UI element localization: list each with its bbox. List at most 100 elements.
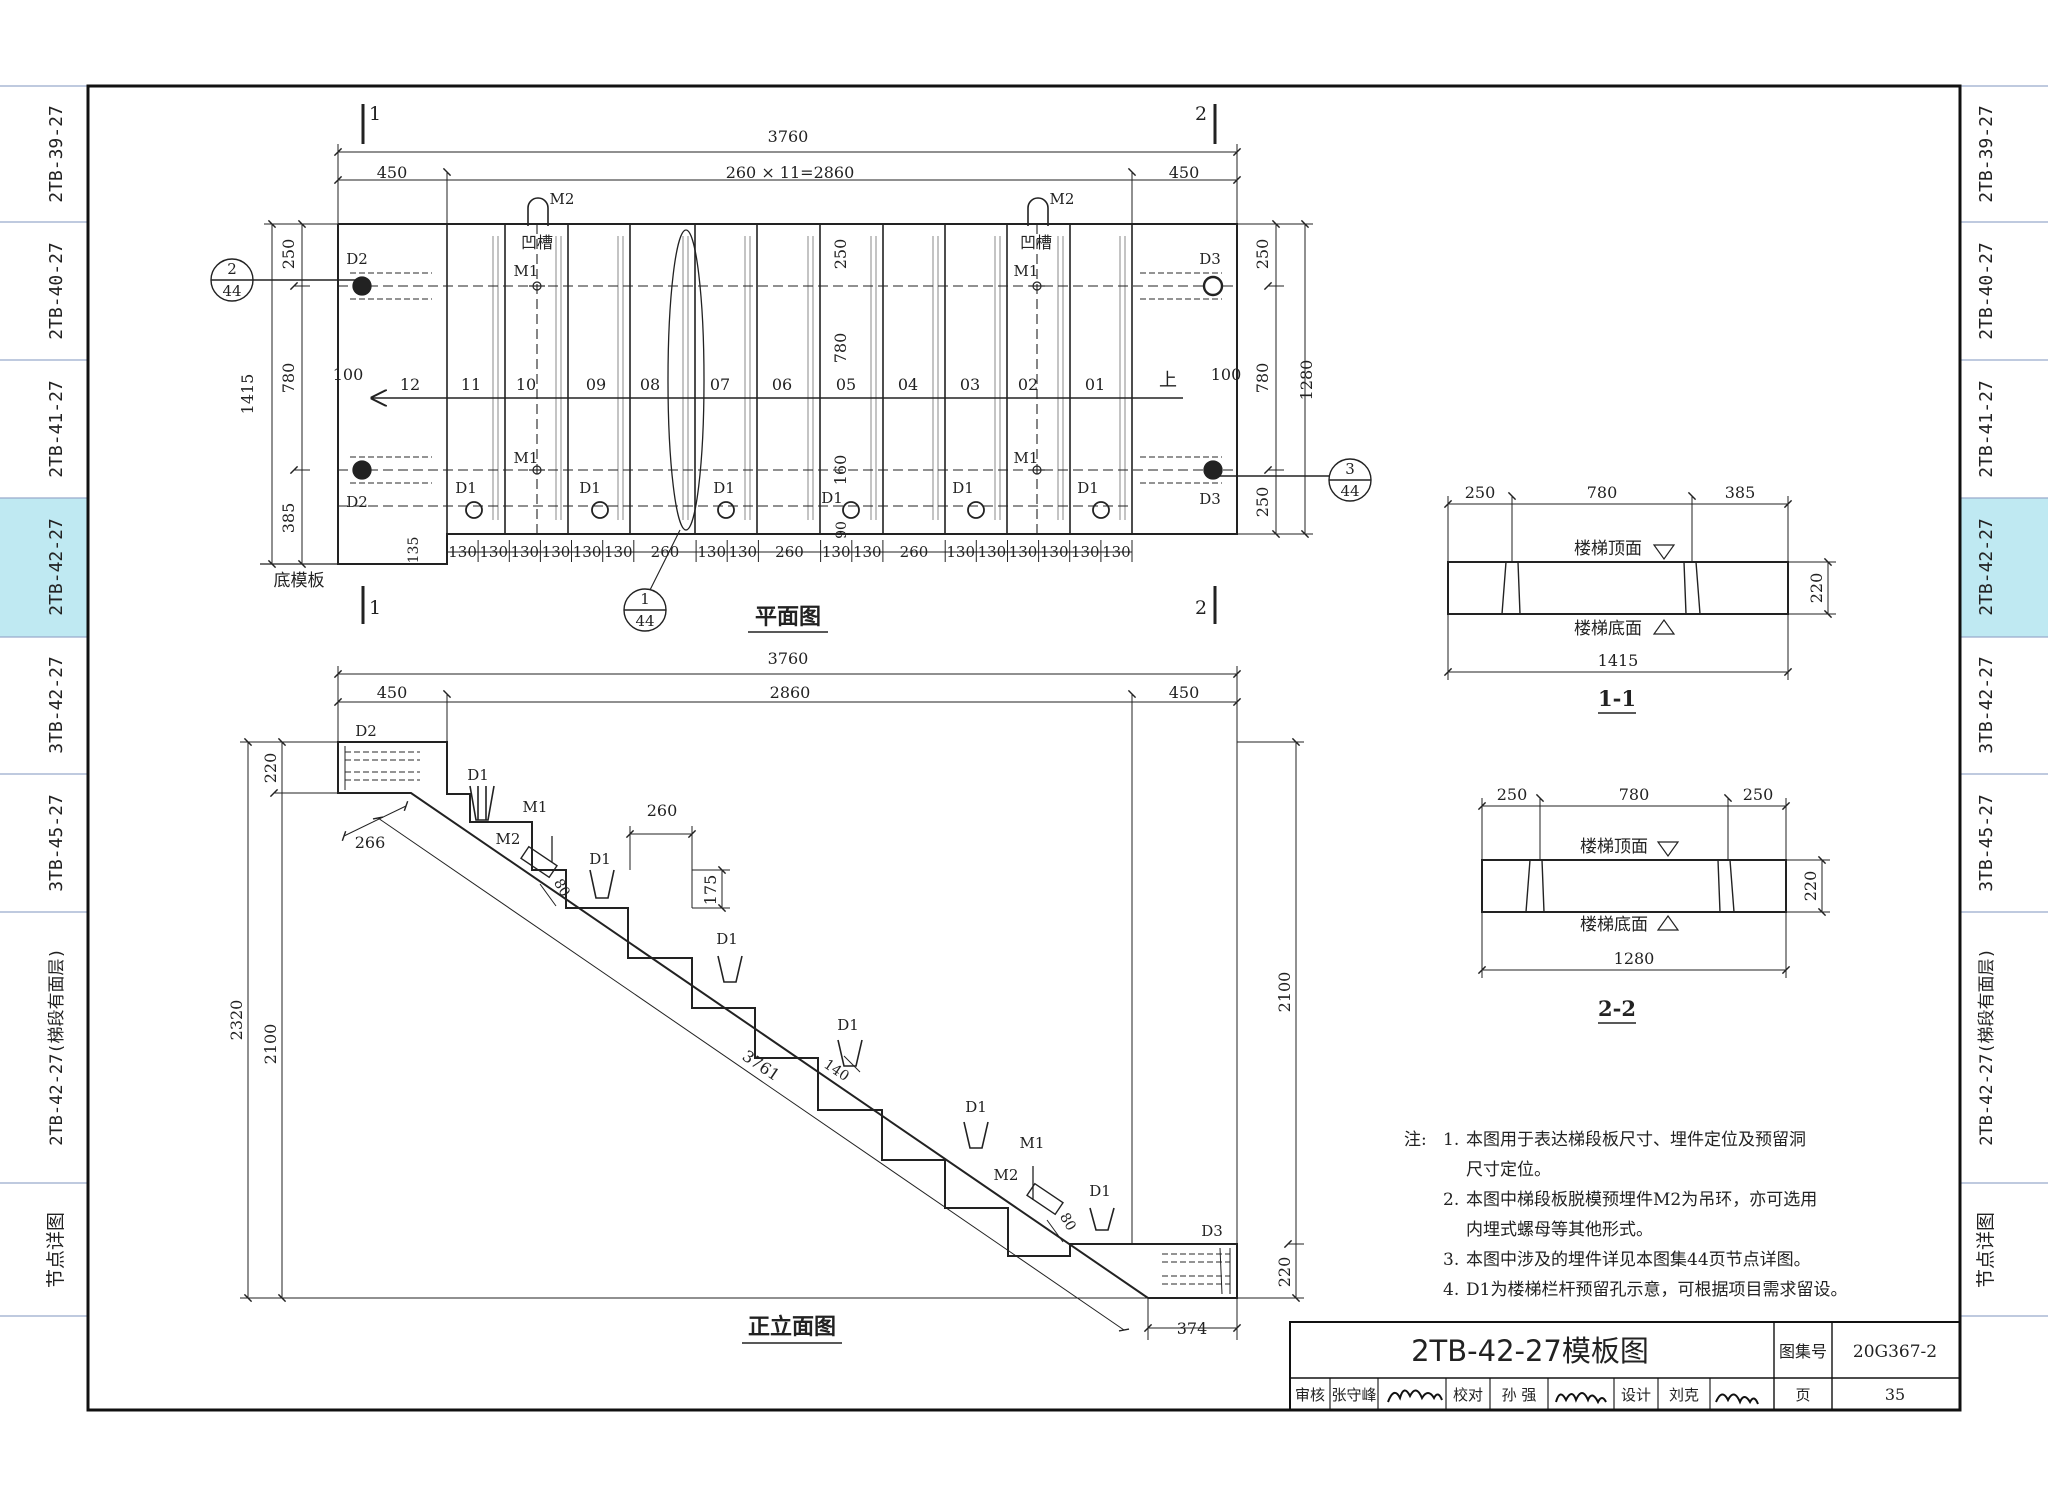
m1-markers (529, 281, 1045, 475)
plan-dim-right: 450 (1169, 163, 1200, 182)
callout-2-num: 2 (227, 260, 237, 278)
plan-inner-135: 135 (406, 537, 422, 564)
plan-inner-160: 160 (831, 455, 850, 486)
s2-top-face: 楼梯顶面 (1580, 837, 1648, 857)
note-4-num: 4. (1443, 1280, 1459, 1300)
section-1-1-texts: 250 780 385 楼梯顶面 楼梯底面 1415 220 1-1 (1465, 483, 1826, 711)
s2-dim-220: 220 (1801, 871, 1820, 902)
plan-label-bottom-form: 底模板 (274, 571, 325, 591)
elev-label-d2: D2 (355, 722, 377, 740)
drawing-border (86, 84, 1962, 1412)
left-tab-5[interactable]: 3TB-42-27 (46, 656, 67, 754)
elev-dim-2100-right: 2100 (1275, 972, 1294, 1013)
step-no-05: 05 (836, 375, 856, 394)
left-tab-2[interactable]: 2TB-40-27 (46, 242, 67, 340)
bottom-face-triangle-icon (1656, 914, 1680, 931)
left-tab-6[interactable]: 3TB-45-27 (46, 794, 67, 892)
end-anchor-bars (350, 272, 1222, 484)
plan-bottom-dim-11: 130 (822, 543, 851, 561)
checker-name: 孙 强 (1502, 1386, 1537, 1404)
plan-label-m1-1: M1 (514, 262, 539, 280)
elevation-dims (240, 666, 1304, 1340)
elev-dim-220-right: 220 (1275, 1257, 1294, 1288)
s2-dim-1280: 1280 (1614, 949, 1655, 968)
left-tab-1[interactable]: 2TB-39-27 (46, 105, 67, 203)
step-no-08: 08 (640, 375, 660, 394)
right-tab-5[interactable]: 3TB-42-27 (1976, 656, 1997, 754)
plan-bottom-dim-12: 130 (853, 543, 882, 561)
plan-label-groove-left: 凹槽 (521, 233, 553, 252)
plan-dim-mid: 260 × 11=2860 (726, 163, 855, 182)
elev-dim-total: 3760 (768, 649, 809, 668)
step-no-07: 07 (710, 375, 730, 394)
plan-label-m1-4: M1 (1014, 449, 1039, 467)
plan-bottom-dim-16: 130 (1009, 543, 1038, 561)
check-label: 校对 (1453, 1386, 1483, 1404)
left-tab-7[interactable]: 2TB-42-27(梯段有面层) (47, 948, 67, 1146)
step-no-01: 01 (1085, 375, 1105, 394)
s2-bottom-face: 楼梯底面 (1580, 915, 1648, 935)
right-tab-6[interactable]: 3TB-45-27 (1976, 794, 1997, 892)
plan-bottom-dim-1: 130 (448, 543, 477, 561)
right-tab-8[interactable]: 节点详图 (1975, 1212, 1997, 1288)
callout-3-num: 3 (1345, 460, 1355, 478)
notes-prefix: 注: (1404, 1130, 1427, 1150)
right-tab-4[interactable]: 2TB-42-27 (1976, 518, 1997, 616)
step-no-06: 06 (772, 375, 792, 394)
elevation-view (240, 666, 1304, 1340)
s1-dim-220: 220 (1807, 573, 1826, 604)
plan-inner-90: 90 (834, 521, 850, 539)
plan-dim-left-total: 1415 (238, 374, 257, 415)
elev-label-d1-5: D1 (965, 1098, 987, 1116)
tread-lines (446, 224, 1133, 564)
elev-dim-2320: 2320 (227, 1000, 246, 1041)
right-tab-1[interactable]: 2TB-39-27 (1976, 105, 1997, 203)
plan-dim-right-mid: 780 (1253, 363, 1272, 394)
plan-top-dims (333, 144, 1242, 224)
left-tab-8[interactable]: 节点详图 (45, 1212, 67, 1288)
designer-name: 刘克 (1669, 1386, 1699, 1404)
section-2-2-outline (1481, 859, 1787, 913)
s1-dim-250: 250 (1465, 483, 1496, 502)
s1-dim-385: 385 (1725, 483, 1756, 502)
plan-d3-hole-top (1202, 275, 1224, 297)
left-tab-active-bg (0, 498, 88, 637)
left-tab-4[interactable]: 2TB-42-27 (46, 518, 67, 616)
elevation-d1-holes (469, 785, 1115, 1231)
right-tab-3[interactable]: 2TB-41-27 (1976, 380, 1997, 478)
reviewer-name: 张守峰 (1331, 1386, 1376, 1404)
plan-label-d1-4: D1 (821, 489, 843, 507)
page-label: 页 (1795, 1386, 1810, 1404)
right-tab-2[interactable]: 2TB-40-27 (1976, 242, 1997, 340)
plan-dim-right-top: 250 (1253, 239, 1272, 270)
elev-label-m2-1: M2 (496, 830, 521, 848)
note-2-num: 2. (1443, 1190, 1459, 1210)
plan-bottom-dim-15: 130 (978, 543, 1007, 561)
elevation-texts: 3760 450 2860 450 220 2100 2320 2100 220… (227, 649, 1294, 1340)
s2-dim-250-right: 250 (1743, 785, 1774, 804)
callout-1-num: 1 (640, 590, 650, 608)
plan-bottom-dim-9: 130 (728, 543, 757, 561)
plan-title: 平面图 (755, 604, 821, 630)
section-2-2-texts: 250 780 250 楼梯顶面 楼梯底面 1280 220 2-2 (1497, 785, 1820, 1021)
anti-slip-grooves (492, 236, 1126, 520)
step-no-04: 04 (898, 375, 918, 394)
right-tab-7[interactable]: 2TB-42-27(梯段有面层) (1977, 948, 1997, 1146)
elev-dim-2100-left: 2100 (261, 1024, 280, 1065)
elev-dim-mid: 2860 (770, 683, 811, 702)
plan-dim-100-left: 100 (333, 365, 364, 384)
callout-3-page: 44 (1340, 482, 1359, 500)
top-face-triangle-icon (1652, 544, 1676, 561)
step-no-12: 12 (400, 375, 420, 394)
s1-dim-1415: 1415 (1598, 651, 1639, 670)
plan-anchor-holes (352, 275, 1224, 480)
left-tab-3[interactable]: 2TB-41-27 (46, 380, 67, 478)
right-tab-active-bg (1960, 498, 2048, 637)
title-block (1289, 1321, 1961, 1411)
section-mark-2-top: 2 (1195, 103, 1207, 125)
section-mark-2-bottom: 2 (1195, 597, 1207, 619)
s2-dim-250-left: 250 (1497, 785, 1528, 804)
plan-bottom-dim-14: 130 (946, 543, 975, 561)
elev-label-d1-6: D1 (1089, 1182, 1111, 1200)
plan-section-marks (361, 104, 1217, 624)
